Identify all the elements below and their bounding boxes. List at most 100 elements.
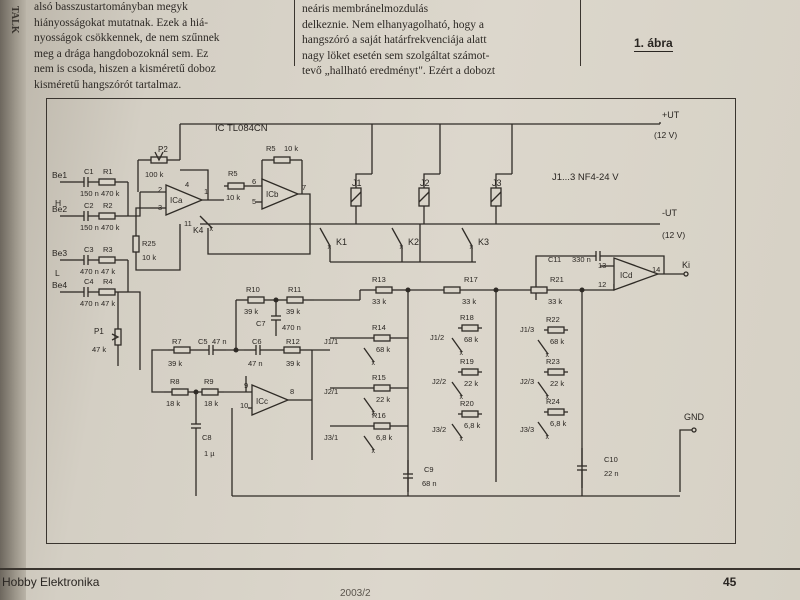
schematic-label: R11 bbox=[288, 285, 301, 294]
wire bbox=[355, 173, 372, 188]
relay-contact bbox=[537, 339, 549, 355]
input-resistor bbox=[98, 212, 116, 220]
resistor-r17 bbox=[443, 286, 461, 294]
schematic-label: R13 bbox=[372, 275, 386, 284]
junction-dot bbox=[193, 389, 199, 395]
potentiometer-p2-wiper bbox=[154, 151, 164, 162]
schematic-label: 2 bbox=[158, 185, 162, 194]
schematic-label: 1 bbox=[204, 187, 208, 196]
article-line: alsó basszustartományban megyk bbox=[34, 1, 188, 13]
schematic-label: 33 k bbox=[462, 297, 476, 306]
relay-label-j2: J2 bbox=[420, 178, 430, 188]
schematic-label: R21 bbox=[550, 275, 564, 284]
resistor-r7 bbox=[173, 346, 191, 354]
resistor-r13 bbox=[375, 286, 393, 294]
schematic-label: 10 k bbox=[226, 193, 240, 202]
schematic-label: 39 k bbox=[286, 359, 300, 368]
resistor-r11 bbox=[286, 296, 304, 304]
schematic-label: C6 bbox=[252, 337, 262, 346]
schematic-label: 47 n bbox=[248, 359, 263, 368]
schematic-label: R25 bbox=[142, 239, 156, 248]
filter-resistor bbox=[373, 384, 391, 392]
schematic-label: 33 k bbox=[372, 297, 386, 306]
schematic-label: 7 bbox=[302, 183, 306, 192]
schematic-label: 470 n bbox=[282, 323, 301, 332]
wire bbox=[128, 192, 141, 217]
relay-contact-label-k3: K3 bbox=[478, 237, 489, 247]
input-resistor bbox=[98, 178, 116, 186]
schematic-label: 6 bbox=[252, 177, 256, 186]
relay-contact-mark: x bbox=[546, 434, 550, 441]
filter-resistor bbox=[461, 368, 479, 376]
schematic-label: R10 bbox=[246, 285, 260, 294]
resistor-r5 bbox=[227, 182, 245, 190]
schematic-label: 6,8 k bbox=[464, 421, 481, 430]
column-divider-right bbox=[580, 0, 582, 66]
wire bbox=[535, 255, 584, 300]
input-label-be4: Be4 bbox=[52, 280, 67, 290]
schematic-label: 6,8 k bbox=[376, 433, 393, 442]
schematic-label: 1 µ bbox=[204, 449, 215, 458]
filter-resistor bbox=[547, 408, 565, 416]
contact-label-j21: J2/1 bbox=[324, 387, 338, 396]
input-l-label: L bbox=[55, 268, 60, 278]
schematic-label: R3 bbox=[103, 245, 113, 254]
schematic-label: R23 bbox=[546, 357, 560, 366]
input-resistor bbox=[98, 256, 116, 264]
filter-resistor bbox=[547, 326, 565, 334]
relay-type-label: J1...3 NF4-24 V bbox=[552, 172, 619, 183]
filter-resistor bbox=[461, 324, 479, 332]
relay-coil-j3-slash bbox=[490, 191, 502, 203]
schematic-label: 8 bbox=[290, 387, 294, 396]
gnd-terminal bbox=[691, 427, 697, 433]
schematic-label: C4 bbox=[84, 277, 94, 286]
contact-label-j32: J3/2 bbox=[432, 425, 446, 434]
input-h-label: H bbox=[55, 198, 61, 208]
contact-label-j13: J1/3 bbox=[520, 325, 534, 334]
issue-code: 2003/2 bbox=[340, 588, 371, 599]
opamp-icc bbox=[251, 384, 290, 416]
input-label-be3: Be3 bbox=[52, 248, 67, 258]
wire bbox=[151, 349, 168, 376]
schematic-label: C8 bbox=[202, 433, 212, 442]
relay-contact-mark: x bbox=[372, 360, 376, 367]
wire bbox=[180, 169, 209, 200]
relay-contact-k4-mark: x bbox=[210, 226, 214, 233]
schematic-label: 22 k bbox=[464, 379, 478, 388]
article-line: hiányosságokat mutatnak. Ezek a hiá- bbox=[34, 16, 209, 29]
opamp-label-b: ICb bbox=[266, 190, 279, 199]
schematic-label: 22 k bbox=[550, 379, 564, 388]
article-line: nagy löket esetén sem szolgáltat számot- bbox=[302, 49, 490, 62]
opamp-label-a: ICa bbox=[170, 196, 183, 205]
schematic-label: 6,8 k bbox=[550, 419, 567, 428]
schematic-label: 100 k bbox=[145, 170, 164, 179]
resistor-r6 bbox=[273, 156, 291, 164]
magazine-name: Hobby Elektronika bbox=[2, 575, 100, 589]
opamp-label-c: ICc bbox=[256, 397, 268, 406]
junction-dot bbox=[579, 287, 585, 293]
schematic-label: 47 k bbox=[92, 345, 106, 354]
wire bbox=[135, 207, 150, 226]
relay-contact-mark: x bbox=[372, 410, 376, 417]
schematic-label: R15 bbox=[372, 373, 386, 382]
contact-label-j12: J1/2 bbox=[430, 333, 444, 342]
article-line: neáris membránelmozdulás bbox=[302, 3, 429, 15]
schematic-label: R18 bbox=[460, 313, 474, 322]
junction-dot bbox=[493, 287, 499, 293]
schematic-label: 68 k bbox=[464, 335, 478, 344]
relay-contact bbox=[451, 381, 463, 397]
schematic-label: R9 bbox=[204, 377, 214, 386]
relay-contact bbox=[451, 337, 463, 353]
schematic-label: R7 bbox=[172, 337, 182, 346]
resistor-r12 bbox=[283, 346, 301, 354]
article-column-1: alsó basszustartományban megyk hiányosság… bbox=[34, 0, 296, 93]
schematic-label: 470 n bbox=[80, 267, 99, 276]
schematic-label: 47 k bbox=[101, 267, 115, 276]
resistor-r10 bbox=[247, 296, 265, 304]
output-terminal bbox=[683, 271, 689, 277]
schematic-label: 150 n bbox=[80, 189, 99, 198]
schematic-label: R4 bbox=[103, 277, 113, 286]
schematic-label: 10 bbox=[240, 401, 248, 410]
